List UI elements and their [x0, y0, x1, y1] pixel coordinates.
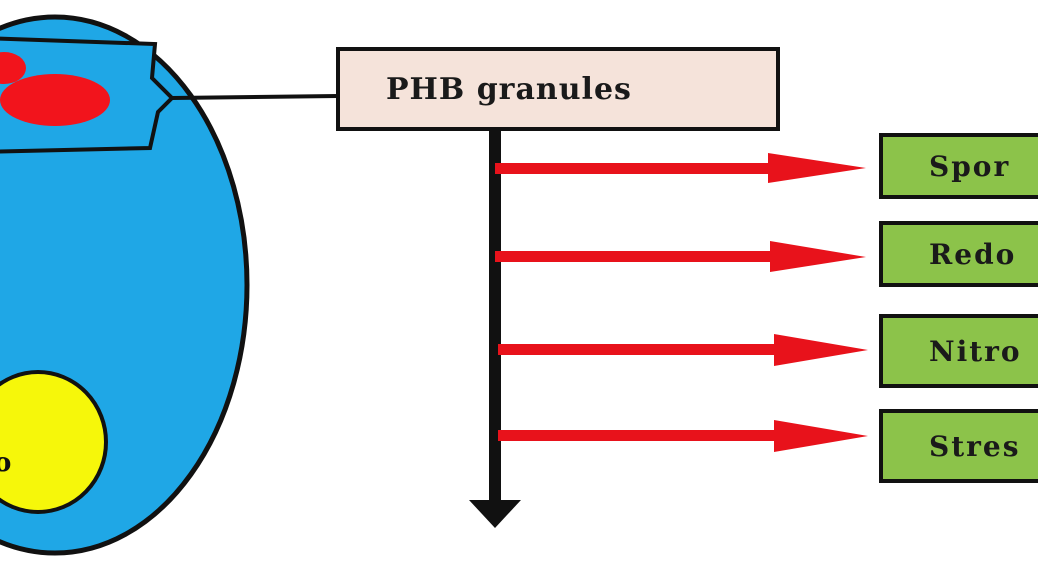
branch-arrow-4 [498, 420, 868, 452]
phb-granule-2 [0, 74, 110, 126]
function-label-4: Stres [929, 429, 1021, 463]
function-box-2: Redo [879, 221, 1038, 287]
phb-granules-box: PHB granules [336, 47, 780, 131]
function-box-4: Stres [879, 409, 1038, 483]
branch-arrow-3 [498, 334, 868, 366]
callout-line [171, 94, 339, 100]
function-box-1: Spor [879, 133, 1038, 199]
nucleoid [0, 370, 108, 514]
branch-arrow-2 [495, 241, 866, 272]
function-box-3: Nitro [879, 314, 1038, 388]
nucleoid-label-fragment: o [0, 448, 12, 478]
function-label-2: Redo [929, 237, 1017, 271]
phb-granules-label: PHB granules [386, 71, 632, 107]
phb-granule-1 [0, 52, 26, 84]
main-vertical-arrow-head [469, 500, 521, 528]
function-label-3: Nitro [929, 334, 1022, 368]
function-label-1: Spor [929, 149, 1011, 183]
branch-arrow-1 [495, 153, 866, 183]
